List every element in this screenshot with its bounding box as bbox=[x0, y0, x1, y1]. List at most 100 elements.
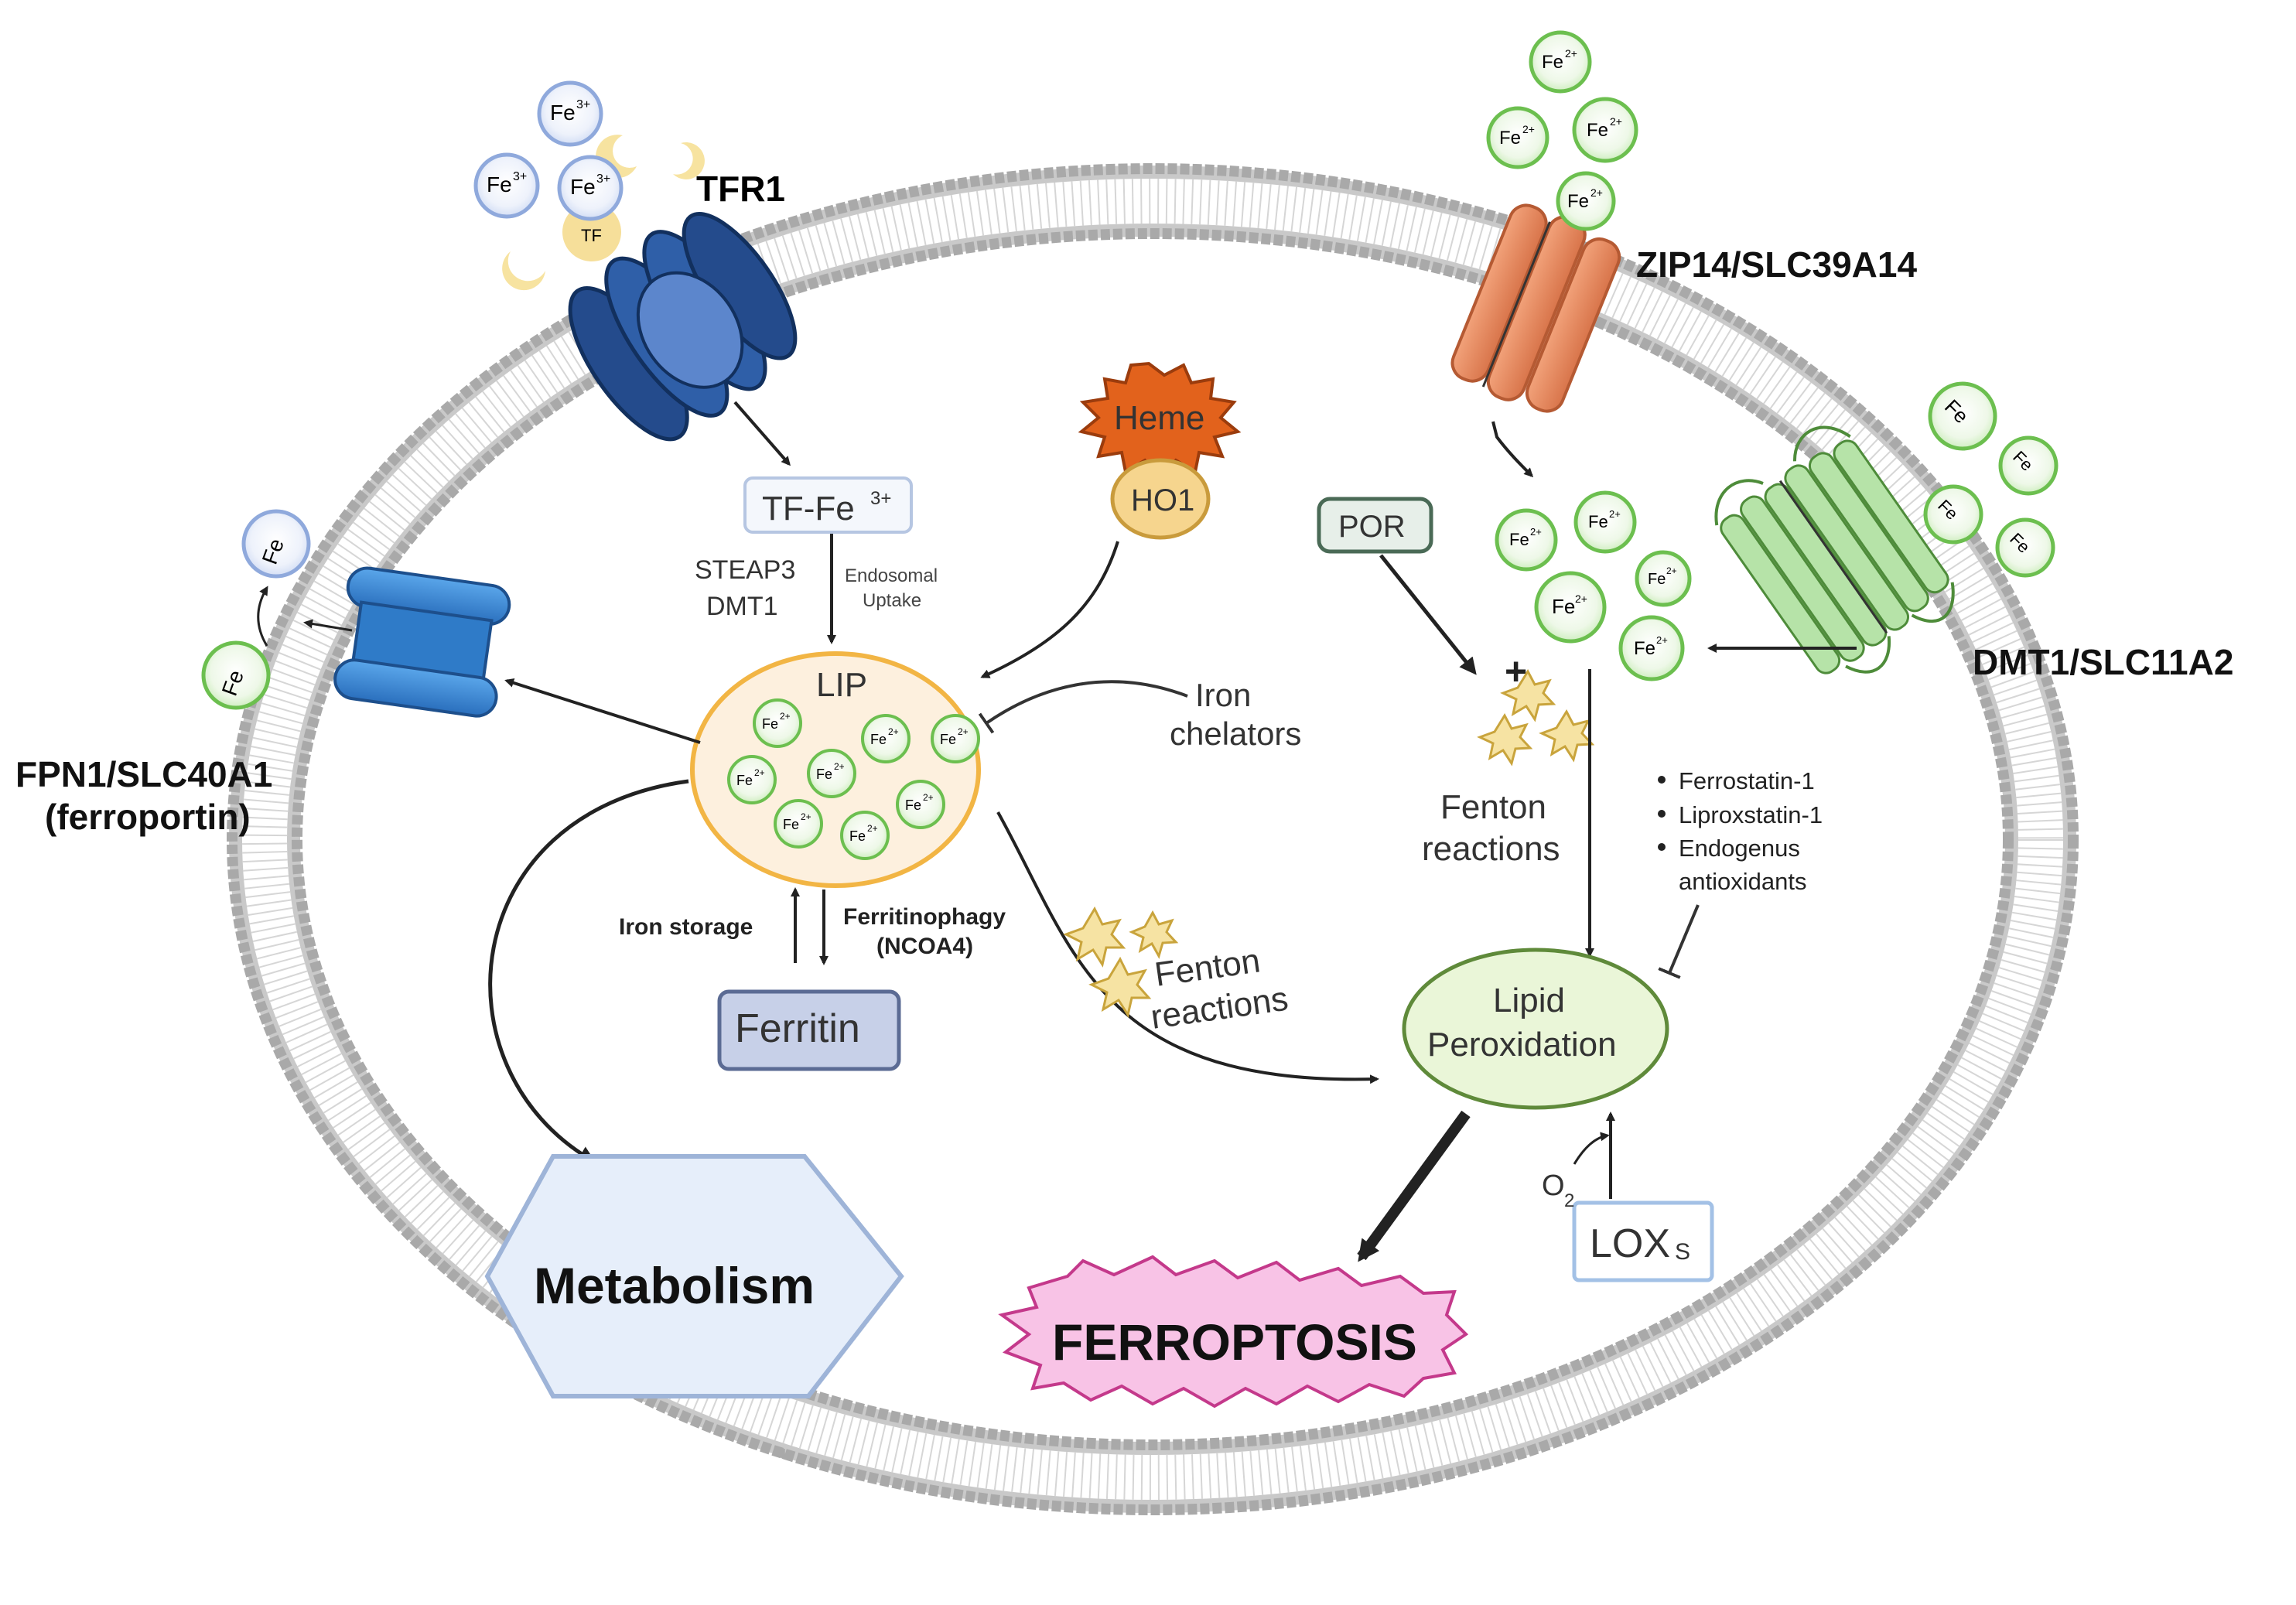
tfr1-uptake-arrow bbox=[733, 401, 791, 466]
ferroptosis-burst: FERROPTOSIS bbox=[998, 1255, 1469, 1409]
ferroptosis-label: FERROPTOSIS bbox=[1052, 1313, 1417, 1371]
lox-sub: S bbox=[1675, 1239, 1690, 1265]
inhibitor-item: antioxidants bbox=[1679, 868, 1806, 895]
fe2-ion: Fe bbox=[201, 640, 271, 710]
lipid-peroxidation: Lipid Peroxidation bbox=[1402, 948, 1669, 1110]
fe3-charge: 3+ bbox=[576, 98, 590, 111]
ncoa4-label: (NCOA4) bbox=[876, 934, 973, 959]
lipid-line2: Peroxidation bbox=[1427, 1026, 1617, 1064]
por-arrow bbox=[1379, 554, 1477, 675]
dmt1-endosome-label: DMT1 bbox=[706, 592, 778, 621]
fe2-ion: Fe bbox=[1995, 517, 2055, 578]
uptake-label: Uptake bbox=[863, 590, 921, 611]
fpn1-export-arrow bbox=[504, 678, 701, 744]
fe3-label: Fe bbox=[487, 172, 512, 196]
fe2-label: Fe bbox=[849, 828, 866, 844]
tfr1-label: TFR1 bbox=[696, 169, 785, 209]
metabolism-arrow bbox=[488, 779, 689, 1163]
fe2-label: Fe bbox=[1587, 120, 1608, 141]
fe2-charge: 2+ bbox=[923, 792, 934, 803]
tfr1-transporter bbox=[568, 212, 798, 442]
steap3-label: STEAP3 bbox=[695, 555, 795, 585]
fe3-charge: 3+ bbox=[513, 170, 527, 183]
fpn1-out-arrow bbox=[303, 619, 353, 632]
fe2-label: Fe bbox=[905, 797, 921, 813]
fenton-right-line2: reactions bbox=[1422, 830, 1560, 868]
chelators-inhibit bbox=[978, 680, 1188, 734]
chelators-line2: chelators bbox=[1170, 715, 1301, 752]
fe2-ion: Fe bbox=[1928, 381, 1997, 451]
o2-label: O bbox=[1542, 1170, 1565, 1202]
loxs-box: LOX S bbox=[1572, 1200, 1714, 1282]
fe3-ion: Fe 3+ bbox=[557, 155, 624, 221]
tf-fe3-box: TF-Fe 3+ bbox=[743, 476, 913, 534]
fe2-charge: 2+ bbox=[1609, 508, 1621, 520]
fenton-right-line1: Fenton bbox=[1440, 788, 1546, 826]
oxidation-arrow bbox=[257, 586, 268, 647]
inhibitor-item: Liproxstatin-1 bbox=[1679, 801, 1823, 828]
zip14-arrow bbox=[1491, 421, 1534, 478]
fe3-label: Fe bbox=[570, 175, 596, 199]
fe2-charge: 2+ bbox=[1530, 526, 1542, 538]
fe3-label: Fe bbox=[550, 101, 576, 125]
h2o2-stars-center bbox=[1063, 906, 1179, 1018]
ferritinophagy-label: Ferritinophagy bbox=[843, 904, 1006, 930]
fe2-charge: 2+ bbox=[1522, 123, 1535, 135]
lox-label: LOX bbox=[1590, 1221, 1670, 1266]
inhibitor-item: Ferrostatin-1 bbox=[1679, 767, 1815, 794]
fpn1-transporter bbox=[333, 566, 511, 718]
dmt1-fe2-ions: Fe Fe Fe Fe bbox=[1923, 381, 2059, 578]
dmt1-label: DMT1/SLC11A2 bbox=[1973, 642, 2233, 682]
inhibitors-inhibit bbox=[1658, 904, 1700, 979]
cell-membrane bbox=[227, 163, 2079, 1515]
fe3-ion: Fe 3+ bbox=[537, 80, 603, 147]
zip14-label: ZIP14/SLC39A14 bbox=[1636, 244, 1917, 285]
fe2-label: Fe bbox=[816, 767, 832, 782]
ferritin-label: Ferritin bbox=[735, 1006, 860, 1051]
fe3-ion: Fe bbox=[241, 509, 311, 579]
metabolism-box: Metabolism bbox=[484, 1154, 904, 1398]
iron-storage-label: Iron storage bbox=[619, 914, 753, 940]
heme-burst: Heme bbox=[1078, 361, 1242, 478]
fe2-ion: Fe bbox=[1998, 435, 2059, 496]
o2-sub: 2 bbox=[1564, 1190, 1574, 1211]
inhibitors-list: Ferrostatin-1 Liproxstatin-1 Endogenus a… bbox=[1658, 767, 1823, 895]
endosomal-label: Endosomal bbox=[845, 565, 938, 586]
fe2-label: Fe bbox=[1648, 571, 1666, 588]
fe2-charge: 2+ bbox=[867, 823, 878, 834]
fe2-charge: 2+ bbox=[801, 811, 811, 822]
fe2-label: Fe bbox=[783, 817, 799, 832]
fe2-label: Fe bbox=[1552, 595, 1575, 618]
dmt1-transporter bbox=[1714, 425, 1955, 674]
fe2-charge: 2+ bbox=[1565, 47, 1577, 60]
por-box: POR bbox=[1317, 497, 1433, 554]
ho1-circle: HO1 bbox=[1110, 458, 1211, 540]
fpn1-label-line2: (ferroportin) bbox=[45, 797, 251, 837]
ho1-label: HO1 bbox=[1131, 483, 1194, 517]
lipid-line1: Lipid bbox=[1493, 982, 1565, 1019]
o2-arrow bbox=[1573, 1132, 1610, 1165]
tf-label: TF bbox=[581, 226, 602, 245]
heme-label: Heme bbox=[1114, 399, 1204, 437]
zip14-transporter bbox=[1450, 203, 1621, 413]
metabolism-label: Metabolism bbox=[534, 1257, 815, 1314]
fpn1-label-line1: FPN1/SLC40A1 bbox=[15, 754, 272, 794]
fe2-label: Fe bbox=[736, 773, 753, 788]
fe2-ion: Fe bbox=[1923, 484, 1983, 545]
fe2-label: Fe bbox=[940, 732, 956, 747]
fe2-label: Fe bbox=[1509, 530, 1529, 549]
h2o2-stars-right bbox=[1477, 668, 1595, 767]
fe2-charge: 2+ bbox=[1610, 115, 1622, 128]
ferroptosis-arrow bbox=[1357, 1110, 1471, 1262]
fe2-charge: 2+ bbox=[1575, 592, 1587, 605]
